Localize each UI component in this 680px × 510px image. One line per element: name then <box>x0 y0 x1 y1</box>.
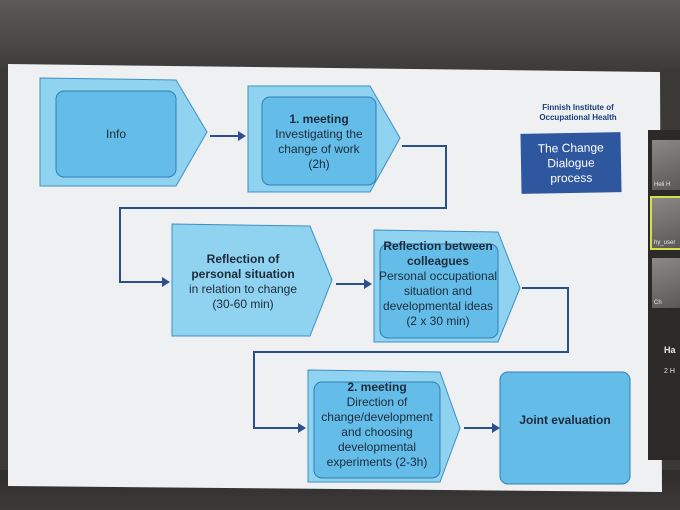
info-label: Info <box>56 91 176 177</box>
participant-name: Ch <box>654 300 662 306</box>
meeting1-line: Investigating the <box>275 127 363 141</box>
reflection-personal-title: Reflection of <box>206 252 280 266</box>
reflection-colleagues-box <box>373 229 521 343</box>
side-label: 2 H <box>664 368 675 375</box>
meeting2-line: change/development <box>321 410 433 424</box>
reflection-colleagues-title: colleagues <box>406 254 470 268</box>
brand-line: Finnish Institute of <box>542 103 614 112</box>
meeting2-box <box>307 369 461 483</box>
meeting1-line: change of work <box>278 142 360 156</box>
info-text: Info <box>105 126 126 141</box>
participant-name: Heli H <box>654 182 671 188</box>
participant-tile[interactable]: Ch <box>652 258 680 308</box>
info-box <box>39 77 208 187</box>
reflection-personal-line: (30-60 min) <box>212 297 274 311</box>
arrow-heads <box>162 131 500 433</box>
reflection-personal-label: Reflection of personal situation in rela… <box>176 234 310 330</box>
participant-tile[interactable]: hy_user <box>650 196 680 250</box>
meeting1-line: (2h) <box>308 157 330 171</box>
joint-evaluation-title: Joint evaluation <box>519 412 611 427</box>
joint-evaluation-label: Joint evaluation <box>500 372 630 468</box>
process-title-box: The Change Dialogue process <box>520 132 622 194</box>
brand-logo-text: Finnish Institute of Occupational Health <box>528 103 628 123</box>
process-title-line: process <box>550 170 593 185</box>
process-title-line: The Change <box>537 139 604 156</box>
reflection-colleagues-line: developmental ideas <box>382 299 494 313</box>
meeting1-label: 1. meeting Investigating the change of w… <box>262 100 376 184</box>
reflection-personal-line: in relation to change <box>188 282 298 296</box>
meeting1-title: 1. meeting <box>289 112 349 126</box>
reflection-colleagues-line: (2 x 30 min) <box>406 314 470 328</box>
reflection-colleagues-label: Reflection between colleagues Personal o… <box>374 232 502 336</box>
meeting2-title: 2. meeting <box>347 380 407 394</box>
reflection-personal-title: personal situation <box>191 267 295 281</box>
brand-line: Occupational Health <box>539 113 617 122</box>
meeting1-box <box>247 85 401 193</box>
meeting2-label: 2. meeting Direction of change/developme… <box>314 372 440 478</box>
reflection-colleagues-line: Personal occupational <box>378 269 498 283</box>
meeting2-line: and choosing <box>341 425 413 439</box>
reflection-colleagues-line: situation and <box>403 284 473 298</box>
meeting2-line: Direction of <box>346 395 408 409</box>
meeting2-line: developmental <box>337 440 417 454</box>
participant-tile[interactable]: Heli H <box>652 140 680 190</box>
reflection-colleagues-title: Reflection between <box>383 239 493 253</box>
participant-name: hy_user <box>654 240 676 246</box>
flow-arrows <box>119 135 569 429</box>
side-label: Ha <box>664 345 676 355</box>
reflection-personal-box <box>171 223 333 337</box>
meeting2-line: experiments (2-3h) <box>326 455 428 469</box>
room-wall-top <box>0 0 680 70</box>
process-title-line: Dialogue <box>547 155 595 170</box>
